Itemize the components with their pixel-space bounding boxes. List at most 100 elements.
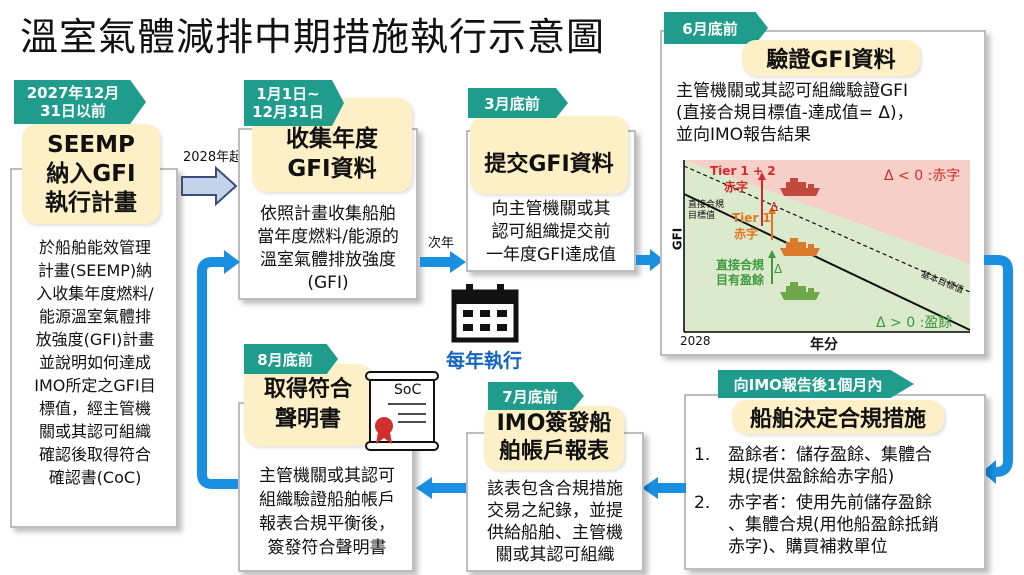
tier12-sub: 赤字 (724, 180, 749, 194)
step3-tag: 3月底前 (468, 88, 568, 118)
step7-body-line-2: 組織驗證船舶帳戶 (259, 490, 395, 510)
step1-tag-line1: 2027年12月 (26, 84, 120, 102)
tier1-sub: 赤字 (734, 227, 759, 241)
step7-header-line2: 聲明書 (274, 407, 341, 432)
step7-header: 取得符合 聲明書 (244, 364, 372, 446)
step5-header: 船舶決定合規措施 (732, 400, 944, 434)
step1-header: SEEMP 納入GFI 執行計畫 (22, 124, 160, 224)
step7-body-line-3: 報表合規平衡後， (259, 514, 395, 534)
step2-tag-line2: 12月31日 (252, 103, 324, 121)
soc-label: SoC (394, 382, 422, 398)
step1-body-line-7: IMO所定之GFI目 (34, 376, 156, 395)
next-year-label: 次年 (428, 236, 455, 251)
step4-body: 主管機關或其認可組織驗證GFI(直接合規目標值-達成值= Δ)，並向IMO報告結… (676, 80, 976, 146)
step5-item-1: 1. 盈餘者：儲存盈餘、集體合規(提供盈餘給赤字船) (694, 444, 984, 488)
surplus-note: Δ > 0 :盈餘 (876, 315, 953, 331)
step5-item-1-num: 1. (694, 445, 711, 465)
base-target-line (683, 165, 971, 293)
step4-header: 驗證GFI資料 (742, 40, 920, 76)
step1-card (10, 168, 178, 528)
step2-to-step3-arrow (420, 251, 466, 273)
step2-header-line2: GFI資料 (287, 156, 377, 182)
step1-body-line-5: 放強度(GFI)計畫 (35, 330, 155, 349)
step2-tag: 1月1日~ 12月31日 (244, 80, 344, 126)
direct-target-line (683, 193, 971, 331)
step4-body-line-3: 並向IMO報告結果 (676, 125, 812, 145)
step2-body: 依照計畫收集船舶當年度燃料/能源的溫室氣體排放強度 (GFI) (242, 203, 414, 295)
step3-body-line-3: 一年度GFI達成值 (486, 245, 616, 265)
gfi-chart (683, 160, 971, 333)
step3-body: 向主管機關或其認可組織提交前一年度GFI達成值 (468, 198, 634, 267)
step4-tag: 6月底前 (664, 12, 768, 44)
step5-item-2-text: 赤字者：使用先前儲存盈餘、集體合規(用他船盈餘抵銷赤字)、購買補救單位 (728, 492, 984, 558)
step7-body-line-4: 簽發符合聲明書 (267, 538, 387, 558)
step6-body: 該表包含合規措施交易之紀錄，並提供給船舶、主管機關或其認可組織 (470, 478, 640, 566)
step1-body: 於船舶能效管理計畫(SEEMP)納入收集年度燃料/能源溫室氣體排放強度(GFI)… (16, 236, 174, 489)
step1-body-line-1: 於船舶能效管理 (38, 238, 151, 257)
gfi-axis-label: GFI (670, 227, 685, 251)
step7-to-step1-arrow (197, 250, 240, 489)
step4-body-line-2: (直接合規目標值-達成值= Δ)， (676, 103, 914, 123)
step7-tag: 8月底前 (244, 344, 338, 374)
step4-to-step5-arrow (982, 255, 1013, 484)
step6-body-line-3: 供給船舶、主管機 (487, 523, 623, 543)
step7-header-line1: 取得符合 (263, 377, 352, 402)
step6-to-step7-arrow (416, 477, 466, 499)
tier12-label: Tier 1 + 2 (710, 164, 776, 178)
step1-to-step2-arrow (181, 165, 238, 207)
x-axis-start: 2028 (680, 334, 711, 348)
step5-item-1-line-2: 規(提供盈餘給赤字船) (728, 467, 895, 487)
step5-item-2-num: 2. (694, 493, 711, 513)
step5-item-2-line-3: 赤字)、購買補救單位 (728, 537, 888, 557)
delta-green: Δ (774, 262, 783, 276)
step1-body-line-2: 計畫(SEEMP)納 (37, 261, 153, 280)
surplus-label-2: 目有盈餘 (716, 273, 765, 287)
step1-body-line-10: 確認後取得符合 (38, 445, 151, 464)
step5-items: 1. 盈餘者：儲存盈餘、集體合規(提供盈餘給赤字船) 2. 赤字者：使用先前儲存… (694, 444, 984, 558)
certificate-icon (365, 371, 439, 451)
step2-header-line1: 收集年度 (286, 126, 378, 152)
step1-body-line-3: 入收集年度燃料/ (36, 284, 154, 303)
step7-body: 主管機關或其認可組織驗證船舶帳戶報表合規平衡後， 簽發符合聲明書 (242, 464, 412, 560)
step5-item-2-line-2: 、集體合規(用他船盈餘抵銷 (728, 515, 939, 535)
step1-header-line2: 納入GFI (46, 160, 136, 187)
calendar-icon (451, 284, 519, 343)
step3-body-line-2: 認可組織提交前 (491, 222, 611, 242)
tier1-label: Tier 1 (732, 211, 771, 225)
step1-header-line3: 執行計畫 (45, 189, 137, 216)
step6-body-line-1: 該表包含合規措施 (487, 479, 623, 499)
step5-item-1-text: 盈餘者：儲存盈餘、集體合規(提供盈餘給赤字船) (728, 444, 984, 488)
annual-label: 每年執行 (446, 350, 523, 372)
step6-header: IMO簽發船 舶帳戶報表 (484, 406, 624, 470)
step2-tag-line1: 1月1日~ (256, 85, 320, 103)
step5-item-2-line-1: 赤字者：使用先前儲存盈餘 (728, 493, 932, 513)
step5-to-step6-arrow (642, 477, 686, 499)
step2-body-line-3: 溫室氣體排放強度 (260, 250, 396, 270)
step1-tag-line2: 31日以前 (40, 102, 106, 120)
step3-body-line-1: 向主管機關或其 (491, 199, 611, 219)
step3-header: 提交GFI資料 (470, 116, 628, 194)
step2-body-line-2: 當年度燃料/能源的 (257, 227, 399, 247)
step1-body-line-6: 並說明如何達成 (38, 353, 151, 372)
direct-target-label-1: 直接合規 (688, 200, 725, 210)
surplus-zone (684, 160, 970, 332)
step6-tag: 7月底前 (488, 382, 584, 410)
step1-tag: 2027年12月 31日以前 (14, 80, 146, 124)
step1-body-line-9: 關或其認可組織 (38, 422, 151, 441)
step1-body-line-4: 能源溫室氣體排 (38, 307, 151, 326)
year-start-label: 2028年起 (183, 150, 243, 165)
step2-body-line-1: 依照計畫收集船舶 (260, 204, 396, 224)
step6-body-line-4: 關或其認可組織 (495, 545, 615, 565)
step1-header-line1: SEEMP (47, 131, 135, 158)
step7-body-line-1: 主管機關或其認可 (259, 466, 395, 486)
step5-item-1-line-1: 盈餘者：儲存盈餘、集體合 (728, 445, 932, 465)
step2-body-line-4: (GFI) (307, 273, 349, 293)
surplus-label-1: 直接合規 (716, 258, 765, 272)
deficit-note: Δ < 0 :赤字 (884, 168, 961, 184)
delta-red: Δ (770, 200, 779, 214)
step6-body-line-2: 交易之紀錄，並提 (487, 501, 623, 521)
step4-body-line-1: 主管機關或其認可組織驗證GFI (676, 81, 908, 101)
x-axis-label: 年分 (810, 337, 838, 353)
step3-to-step4-arrow (636, 249, 664, 271)
page-title: 溫室氣體減排中期措施執行示意圖 (20, 15, 606, 59)
